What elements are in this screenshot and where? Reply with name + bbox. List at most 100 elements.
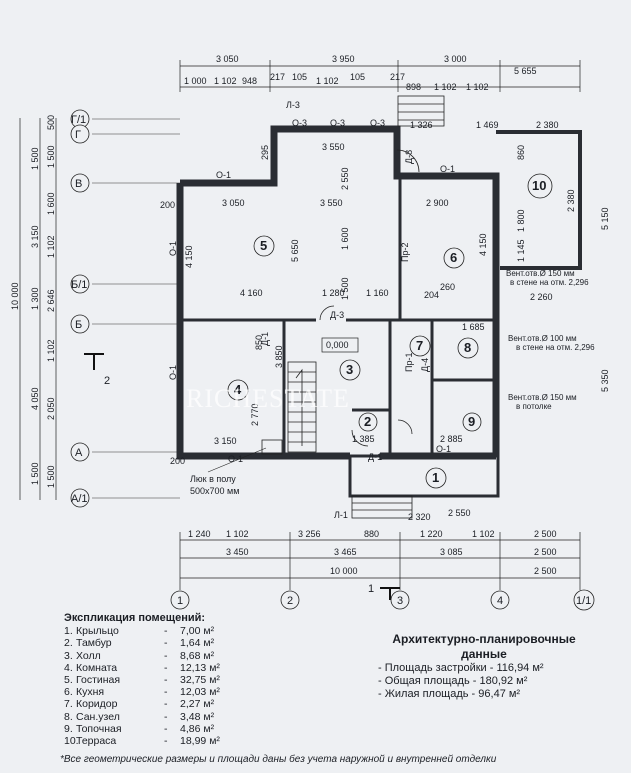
room-6: 6 xyxy=(450,250,457,265)
legend-name: Коридор xyxy=(76,698,118,711)
label-d3: Д-3 xyxy=(330,310,344,320)
label-pr1: Пр-1 xyxy=(404,353,414,372)
legend-row: 3.Холл-8,68 м² xyxy=(64,649,215,662)
dim-top2-11: 1 102 xyxy=(466,82,489,92)
legend-name: Гостиная xyxy=(76,674,121,687)
legend-row: 9.Топочная-4,86 м² xyxy=(64,722,215,735)
dim-bot-5: 1 220 xyxy=(420,529,443,539)
dim-in-4150: 4 150 xyxy=(184,245,194,268)
dim-in-3550b: 3 550 xyxy=(320,198,343,208)
dim-in-204: 204 xyxy=(424,290,439,300)
dim-left2-3: 1 600 xyxy=(46,192,56,215)
dim-top-3: 3 000 xyxy=(444,54,467,64)
legend-num: 1. xyxy=(64,625,73,638)
dim-in-260: 260 xyxy=(440,282,455,292)
legend-row: 7.Коридор-2,27 м² xyxy=(64,698,215,711)
legend-row: 8.Сан.узел-3,48 м² xyxy=(64,710,215,723)
dim-top2-1: 1 000 xyxy=(184,76,207,86)
porch xyxy=(348,454,500,498)
bottom-dimension-lines xyxy=(179,532,581,590)
dim-in-4160: 4 160 xyxy=(240,288,263,298)
dim-in-5650: 5 650 xyxy=(290,239,300,262)
legend-row: 5.Гостиная-32,75 м² xyxy=(64,674,220,687)
dim-in-200: 200 xyxy=(160,200,175,210)
terrace-rail xyxy=(496,130,582,270)
axis-b: Б xyxy=(75,319,82,331)
legend-area: 1,64 м² xyxy=(180,637,215,650)
dim-left2-2: 1 500 xyxy=(46,145,56,168)
dim-left2-1: 500 xyxy=(46,115,56,130)
dim-in-2885: 2 885 xyxy=(440,434,463,444)
dim-bot-total: 10 000 xyxy=(330,566,358,576)
legend-area: 18,99 м² xyxy=(180,735,220,748)
legend-title: Экспликация помещений: xyxy=(64,612,206,624)
label-vent2b: в потолке xyxy=(516,402,552,411)
label-o3-b: О-3 xyxy=(330,118,345,128)
dim-left-5: 1 500 xyxy=(30,462,40,485)
legend-num: 10. xyxy=(64,735,79,748)
dim-in-1685: 1 685 xyxy=(462,322,485,332)
dim-in-1160: 1 160 xyxy=(366,288,389,298)
grid-axes-h xyxy=(92,118,180,499)
top-dimension-lines xyxy=(179,60,581,92)
label-vent1: Вент.отв.Ø 100 мм xyxy=(508,334,577,343)
legend-num: 8. xyxy=(64,710,73,723)
arch-data: Архитектурно-планировочные данные - Площ… xyxy=(364,632,604,701)
dim-in-295: 295 xyxy=(260,145,270,160)
axis-a1: А/1 xyxy=(71,493,88,505)
dim-bot-3: 3 256 xyxy=(298,529,321,539)
dim-bot-1: 1 240 xyxy=(188,529,211,539)
axis-bubbles-h xyxy=(70,109,90,508)
axis-a: А xyxy=(75,447,83,459)
legend-num: 9. xyxy=(64,722,73,735)
axis-1-1: 1/1 xyxy=(576,595,591,607)
legend-name: Тамбур xyxy=(76,637,112,650)
arch-title-2: данные xyxy=(461,647,507,661)
dim-bot2-1: 3 450 xyxy=(226,547,249,557)
legend-name: Топочная xyxy=(76,722,122,735)
room-5: 5 xyxy=(260,238,267,253)
label-hatch: Люк в полу xyxy=(190,474,236,484)
dim-in-1385: 1 385 xyxy=(352,434,375,444)
dim-bot-4: 880 xyxy=(364,529,379,539)
level-box xyxy=(321,337,359,353)
dim-left-total: 10 000 xyxy=(10,282,20,310)
dim-in-2320: 2 320 xyxy=(408,512,431,522)
legend-name: Кухня xyxy=(76,686,105,699)
legend-row: 2.Тамбур-1,64 м² xyxy=(64,637,215,650)
label-d1-entry: Д-1 xyxy=(368,452,382,462)
legend-area: 3,48 м² xyxy=(180,710,215,723)
label-d1-room: Д-1 xyxy=(260,332,270,346)
label-o1-top: О-1 xyxy=(216,170,231,180)
section-mark-1 xyxy=(380,587,400,600)
legend-name: Комната xyxy=(76,661,118,674)
legend-num: 7. xyxy=(64,698,73,711)
legend-name: Крыльцо xyxy=(76,625,119,638)
dim-in-1800: 1 800 xyxy=(516,209,526,232)
dim-left-3: 1 300 xyxy=(30,287,40,310)
legend-row: 1.Крыльцо-7,00 м² xyxy=(64,625,215,638)
legend-area: 12,03 м² xyxy=(180,686,220,699)
axis-v: В xyxy=(75,178,82,190)
dim-in-2550: 2 550 xyxy=(340,167,350,190)
dim-in-2260: 2 260 xyxy=(530,292,553,302)
dim-bot-7: 2 500 xyxy=(534,529,557,539)
dim-bot-6: 1 102 xyxy=(472,529,495,539)
dim-in-3150: 3 150 xyxy=(214,436,237,446)
dim-left2-8: 1 500 xyxy=(46,465,56,488)
dim-top2-6: 1 102 xyxy=(316,76,339,86)
label-l3: Л-3 xyxy=(286,100,300,110)
label-vent3b: в стене на отм. 2,296 xyxy=(510,278,589,287)
room-1: 1 xyxy=(432,470,439,485)
footnote: *Все геометрические размеры и площади да… xyxy=(60,754,497,765)
section-label-1: 1 xyxy=(368,583,374,595)
arch-title-1: Архитектурно-планировочные xyxy=(392,632,576,646)
label-o1-bottom: О-1 xyxy=(228,454,243,464)
hatch-leader xyxy=(207,447,267,473)
dim-top2-10: 1 102 xyxy=(434,82,457,92)
legend-num: 2. xyxy=(64,637,73,650)
dim-in-5350: 5 350 xyxy=(600,369,610,392)
legend-num: 4. xyxy=(64,661,73,674)
